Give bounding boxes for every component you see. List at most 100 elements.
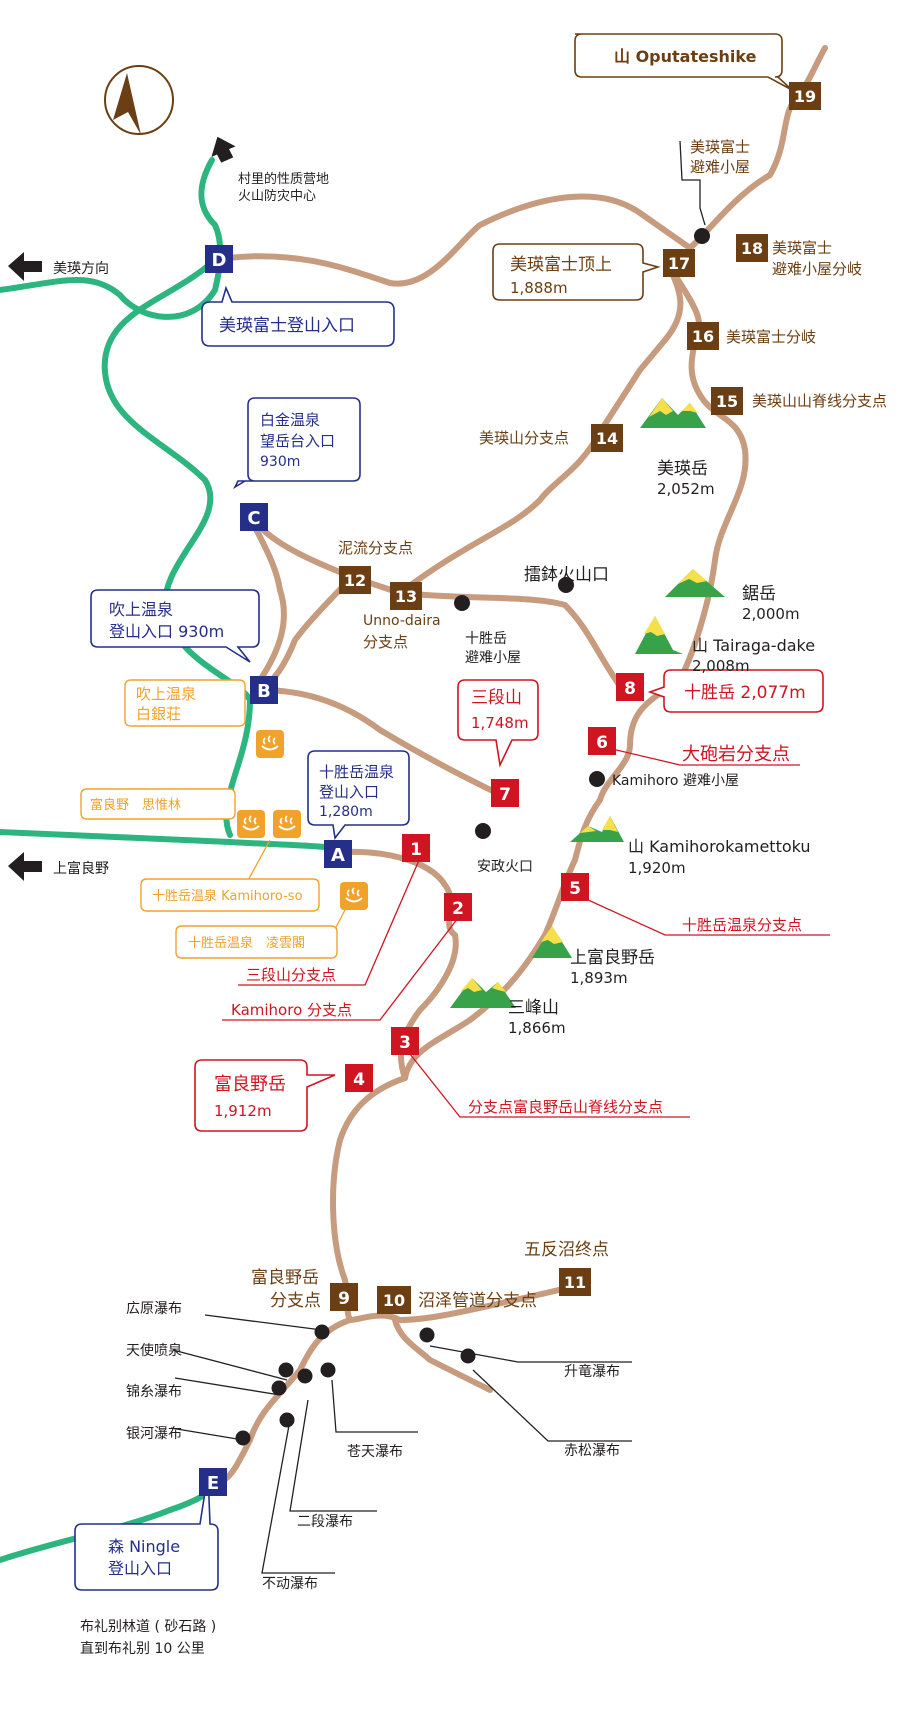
- waterfall-nidan-label: 二段瀑布: [297, 1514, 353, 1530]
- waypoint-marker-7[interactable]: 7: [491, 779, 519, 807]
- label-waypoint-5: 十胜岳温泉分支点: [682, 916, 802, 934]
- waypoint-marker-11[interactable]: 11: [559, 1268, 591, 1296]
- trailhead-marker-a[interactable]: A: [324, 840, 352, 868]
- svg-text:8: 8: [624, 679, 636, 699]
- road-north: [0, 157, 224, 320]
- hot-spring-icon: [256, 730, 284, 758]
- callout-box-7: [457, 679, 539, 768]
- callout-c-line1: 白金温泉: [260, 411, 320, 429]
- callout-box-b: [90, 589, 260, 663]
- svg-text:5: 5: [569, 879, 581, 899]
- waypoint-marker-8[interactable]: 8: [616, 673, 644, 701]
- waterfall-dot-icon: [271, 1380, 287, 1396]
- callout-box-a: [307, 750, 410, 840]
- hut-kamihoro-label: Kamihoro 避难小屋: [612, 773, 739, 789]
- svg-text:15: 15: [716, 392, 738, 411]
- callout-box-17: [492, 243, 661, 301]
- waypoint-marker-19[interactable]: 19: [789, 82, 821, 110]
- label-waypoint-13-line1: Unno-daira: [363, 613, 441, 629]
- label-waypoint-17-name: 美瑛富士顶上: [510, 255, 612, 275]
- waypoint-marker-12[interactable]: 12: [339, 566, 371, 594]
- label-waypoint-15: 美瑛山山脊线分支点: [752, 392, 887, 410]
- trailhead-marker-e[interactable]: E: [199, 1468, 227, 1496]
- waypoint-marker-1[interactable]: 1: [402, 834, 430, 862]
- label-waypoint-11: 五反沼终点: [524, 1240, 609, 1260]
- mountain-icon: [665, 569, 725, 597]
- suribachi-label: 擂鉢火山口: [524, 565, 609, 585]
- mountain-icon: [635, 616, 683, 654]
- waypoint-marker-15[interactable]: 15: [711, 387, 743, 415]
- waypoint-marker-10[interactable]: 10: [377, 1286, 411, 1314]
- onsen-box-kamihoro: [140, 878, 320, 912]
- crater-dot-icon: [558, 577, 574, 593]
- svg-text:A: A: [331, 845, 345, 866]
- svg-text:3: 3: [399, 1033, 411, 1053]
- label-waypoint-2: Kamihoro 分支点: [231, 1001, 352, 1019]
- mountain-icon: [640, 398, 706, 428]
- svg-text:14: 14: [596, 429, 618, 448]
- north-arrow-icon: [211, 136, 236, 163]
- svg-text:1: 1: [410, 840, 422, 860]
- waypoint-marker-13[interactable]: 13: [390, 582, 422, 610]
- label-waypoint-9-line1: 富良野岳: [251, 1268, 319, 1288]
- peak-sampou-elev: 1,866m: [508, 1019, 566, 1037]
- compass-north-arrow-icon: [104, 65, 174, 135]
- waterfall-labels: 広原瀑布 天使喷泉 锦糸瀑布 银河瀑布 苍天瀑布 二段瀑布 不动瀑布 升竜瀑布 …: [126, 1301, 620, 1592]
- waypoint-marker-6[interactable]: 6: [588, 727, 616, 755]
- waypoint-marker-14[interactable]: 14: [591, 424, 623, 452]
- callout-boxes: [74, 33, 824, 1591]
- onsen-box-shirogane: [124, 679, 246, 727]
- onsen-icons: [237, 730, 368, 910]
- hut-dot-icon: [589, 771, 605, 787]
- point-dots: [235, 228, 710, 1446]
- hot-spring-icon: [273, 810, 301, 838]
- callout-box-e: [74, 1472, 219, 1591]
- leader-lines: [170, 140, 706, 1574]
- waypoint-marker-2[interactable]: 2: [444, 893, 472, 921]
- waterfall-dot-icon: [314, 1324, 330, 1340]
- svg-text:6: 6: [596, 733, 608, 753]
- peak-kamifurano-name: 上富良野岳: [570, 948, 655, 968]
- trailhead-marker-d[interactable]: D: [205, 245, 233, 273]
- waypoint-marker-16[interactable]: 16: [687, 322, 719, 350]
- mountain-icon: [570, 816, 624, 842]
- label-waypoint-4-name: 富良野岳: [214, 1074, 286, 1095]
- waypoint-marker-4[interactable]: 4: [345, 1064, 373, 1092]
- waterfall-dot-icon: [235, 1430, 251, 1446]
- hut-tokachi-label-2: 避难小屋: [465, 650, 521, 666]
- onsen-shirogane-label-1: 吹上温泉: [136, 685, 196, 703]
- svg-text:19: 19: [794, 87, 816, 106]
- hut-dot-icon: [694, 228, 710, 244]
- peak-labels: 美瑛岳 2,052m 鋸岳 2,000m 山 Tairaga-dake 2,00…: [508, 459, 815, 1037]
- onsen-shirogane-label-2: 白銀荘: [136, 705, 181, 723]
- footer-line-1: 布礼别林道 ( 砂石路 ): [80, 1619, 216, 1635]
- waypoint-marker-18[interactable]: 18: [736, 234, 768, 262]
- crater-dot-icon: [475, 823, 491, 839]
- waypoint-marker-5[interactable]: 5: [561, 873, 589, 901]
- svg-text:17: 17: [668, 254, 690, 273]
- onsen-ryounkaku-label: 十胜岳温泉 凌雲閣: [188, 935, 305, 951]
- onsen-shiiyuirin-label: 富良野 思惟林: [90, 797, 181, 813]
- waypoint-marker-9[interactable]: 9: [330, 1283, 358, 1311]
- svg-text:12: 12: [344, 571, 366, 590]
- waterfall-dot-icon: [279, 1412, 295, 1428]
- label-waypoint-12: 泥流分支点: [338, 539, 413, 557]
- callout-box-4: [194, 1059, 336, 1132]
- waypoint-marker-17[interactable]: 17: [663, 249, 695, 277]
- label-waypoint-16: 美瑛富士分岐: [726, 328, 816, 346]
- peak-sampou-name: 三峰山: [508, 998, 559, 1018]
- arrow-labels: 村里的性质营地 火山防灾中心 美瑛方向 上富良野: [53, 171, 329, 877]
- biei-direction-label: 美瑛方向: [53, 261, 109, 277]
- callout-a-line2: 登山入口: [319, 783, 379, 801]
- trailhead-marker-b[interactable]: B: [250, 676, 278, 704]
- kamifurano-direction-label: 上富良野: [53, 860, 109, 877]
- brown-labels: 富良野岳 分支点 沼泽管道分支点 五反沼终点 泥流分支点 Unno-daira …: [251, 47, 887, 1311]
- onsen-callouts: [80, 679, 338, 959]
- callout-a-line1: 十胜岳温泉: [319, 763, 394, 781]
- trailhead-marker-c[interactable]: C: [240, 503, 268, 531]
- west-arrow-biei-icon: [8, 252, 42, 281]
- waypoint-marker-3[interactable]: 3: [391, 1027, 419, 1055]
- onsen-box-ryounkaku: [175, 925, 338, 959]
- label-waypoint-18-line1: 美瑛富士: [772, 239, 832, 257]
- peak-kamihorokamettoku-elev: 1,920m: [628, 859, 686, 877]
